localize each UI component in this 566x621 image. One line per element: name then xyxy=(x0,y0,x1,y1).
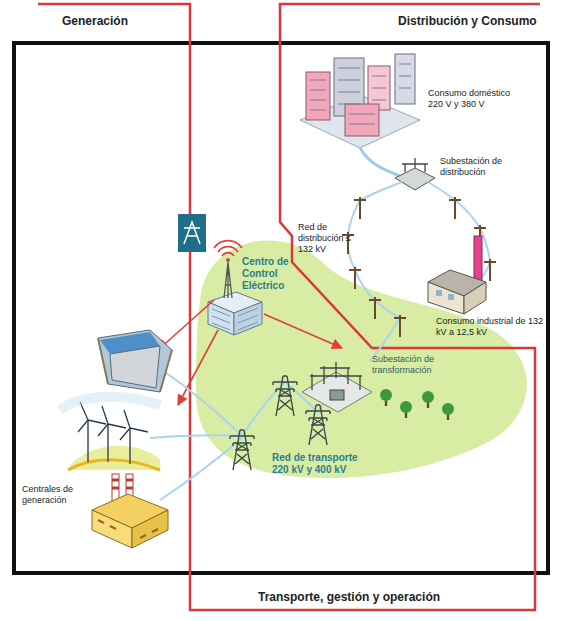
component-label: Subestación de distribución xyxy=(440,156,512,178)
zone-heading: Distribución y Consumo xyxy=(398,14,548,28)
component-label: Centro de Control Eléctrico xyxy=(242,256,290,292)
distribution-line xyxy=(348,182,402,318)
factory xyxy=(428,236,486,314)
distribution-substation xyxy=(395,158,435,190)
zone-outline xyxy=(38,4,540,610)
power-plant xyxy=(92,474,168,548)
wind-farm xyxy=(60,397,160,470)
control-arrow xyxy=(178,330,218,405)
cable xyxy=(360,148,400,176)
control-arrow xyxy=(264,314,342,348)
trees xyxy=(380,389,454,420)
component-label: Red de transporte 220 kV y 400 kV xyxy=(272,452,376,476)
hydro-dam xyxy=(98,330,172,392)
zone-heading: Transporte, gestión y operación xyxy=(258,590,478,604)
transformation-substation xyxy=(302,362,372,412)
component-label: Consumo industrial de 132 kV a 12,5 kV xyxy=(436,316,548,338)
zone-heading: Generación xyxy=(62,14,162,28)
logo-icon xyxy=(178,214,206,252)
component-label: Consumo doméstico 220 V y 380 V xyxy=(428,88,523,110)
component-label: Red de distribución ≤ 132 kV xyxy=(298,222,356,254)
distribution-line xyxy=(428,182,490,286)
component-label: Subestación de transformación xyxy=(372,354,468,376)
component-label: Centrales de generación xyxy=(22,484,92,506)
control-arrow xyxy=(158,300,214,350)
domestic-buildings xyxy=(300,54,420,148)
